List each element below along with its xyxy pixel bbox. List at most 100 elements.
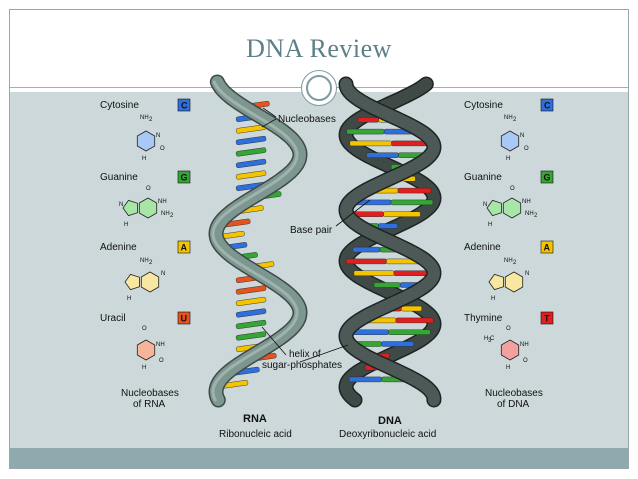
n-label: N [161,271,165,277]
uracil-badge-left: U [181,314,188,324]
rna-base-4 [235,147,267,157]
cytosine-badge-right: C [544,101,551,111]
n-label: N [119,202,123,208]
nh2-subscript: 2 [149,260,153,266]
adenine-ring2-icon [124,273,140,291]
nucleobases-annotation: Nucleobases [278,114,336,125]
rna-base-6 [235,170,267,180]
guanine-badge-right: G [544,173,551,183]
nh2-label: NH [140,115,149,121]
dna-title: DNA [378,415,402,427]
n-label: N [156,133,160,139]
h3c-label: H C [484,336,495,342]
dna-base-pair-3-a [349,140,392,147]
diagram-panel [10,92,628,458]
slide-title: DNA Review [246,34,392,63]
dna-base-pair-14-a [353,270,395,276]
rna-legend-caption-2: of RNA [133,399,166,410]
dna-base-pair-1-a [357,117,379,123]
helix-annotation-line2: sugar-phosphates [262,360,342,371]
dna-base-pair-17-b [401,305,422,312]
dna-legend-caption-2: of DNA [497,399,530,410]
h3c-subscript: 3 [488,338,492,344]
o-label: O [142,326,147,332]
guanine-ring-icon [138,197,158,219]
o-label: O [510,186,515,192]
dna-base-pair-15-a [373,282,401,288]
rna-title: RNA [243,413,267,425]
o-label: O [524,146,529,152]
rna-base-18 [235,308,267,318]
dna-backbone-front [338,76,442,408]
dna-base-pair-13-a [345,258,387,265]
h-label: H [142,365,146,371]
adenine-badge-right: A [544,243,551,253]
nh2-label: NH [140,258,149,264]
dna-base-pair-7-b [397,187,432,194]
n-label: N [483,202,487,208]
guanine-badge-left: G [181,173,188,183]
guanine-ring-icon [502,197,522,219]
guanine-label-right: Guanine [464,172,502,183]
nh2-subscript: 2 [513,117,517,123]
rna-legend-caption-1: Nucleobases [121,388,179,399]
rna-base-19 [235,319,267,329]
nh-label: NH [522,199,531,205]
cytosine-ring-icon [136,130,156,152]
rna-backbone-highlight [211,80,299,402]
thymine-label-right: Thymine [464,313,503,324]
dna-base-pair-19-b [388,329,431,335]
o-label: O [523,358,528,364]
dna-base-pair-20-b [381,341,415,347]
rna-base-16 [235,285,267,295]
nh2-subscript: 2 [534,213,538,219]
adenine-label-right: Adenine [464,242,501,253]
h-label: H [488,222,492,228]
o-label: O [506,326,511,332]
dna-base-pair-10-b [378,223,398,229]
dna-base-pair-8-b [390,199,434,206]
nh-label: NH [158,199,167,205]
dna-nucleobase-legend: Cytosine C Guanine G Adenine A Thymine T… [464,98,554,410]
adenine-ring2-icon [488,273,504,291]
nh2-label: NH [161,211,170,217]
rna-nucleobase-legend: Cytosine C Guanine G Adenine A Uracil U … [100,98,191,410]
bottom-band [10,448,628,468]
dna-strand-2 [340,78,441,406]
h-label: H [506,365,510,371]
dna-base-pair-18-b [395,317,434,324]
h-label: H [127,296,131,302]
dna-backbone-back [338,76,442,408]
dna-base-pair-2-a [346,128,385,135]
nh-label: NH [156,342,165,348]
guanine-ring2-icon [122,199,138,217]
n-label: N [520,133,524,139]
cytosine-badge-left: C [181,101,188,111]
adenine-badge-left: A [181,243,188,253]
nh-label: NH [520,342,529,348]
dna-base-pair-12-a [352,246,381,253]
h-label: H [491,296,495,302]
cytosine-ring-icon [500,130,520,152]
adenine-label-left: Adenine [100,242,137,253]
nh2-subscript: 2 [513,260,517,266]
o-label: O [159,358,164,364]
rna-base-3 [235,135,267,145]
cytosine-label-right: Cytosine [464,100,503,111]
rna-subtitle: Ribonucleic acid [219,429,292,440]
dna-base-pair-4-a [366,152,399,158]
guanine-ring2-icon [486,199,502,217]
thymine-badge-right: T [544,314,550,324]
dna-strand-1 [339,78,440,406]
nh2-subscript: 2 [170,213,174,219]
h-label: H [124,222,128,228]
dna-subtitle: Deoxyribonucleic acid [339,429,436,440]
nh2-label: NH [525,211,534,217]
annotation-lines [261,107,371,363]
dna-legend-caption-1: Nucleobases [485,388,543,399]
rna-base-17 [235,296,267,306]
base-pair-annotation: Base pair [290,225,333,236]
o-label: O [160,146,165,152]
uracil-ring-icon [136,339,156,361]
